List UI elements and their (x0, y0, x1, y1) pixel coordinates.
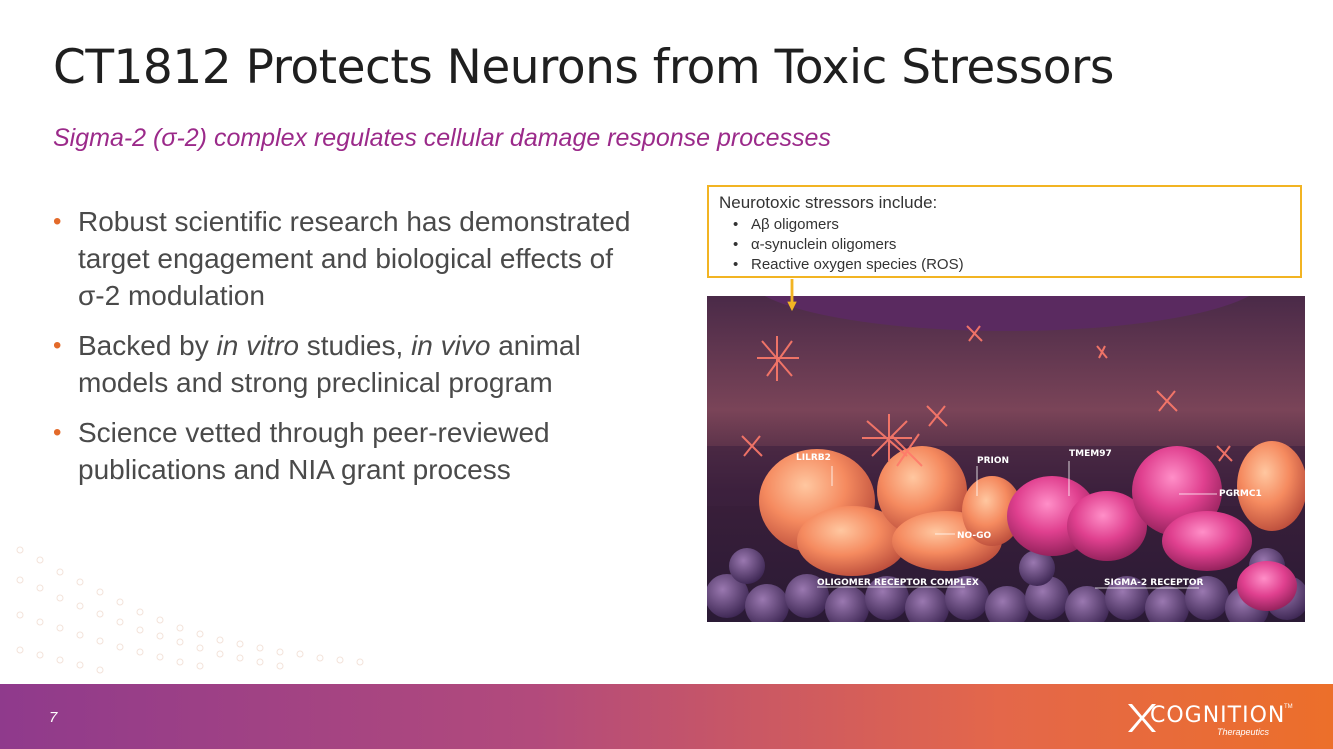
label-pgrmc1: PGRMC1 (1219, 489, 1262, 499)
callout-bullet: • (733, 216, 739, 233)
callout-item-text: Aβ oligomers (751, 216, 839, 233)
callout-item-text: α-synuclein oligomers (751, 236, 897, 253)
callout-list: • Aβ oligomers • α-synuclein oligomers • Re… (719, 215, 1290, 275)
callout-item: • Reactive oxygen species (ROS) (733, 255, 1290, 275)
bullet-text: Backed by in vitro studies, in vivo anim… (78, 330, 581, 398)
label-nogo: NO-GO (957, 531, 991, 541)
receptor-illustration-svg: LILRB2 PRION TMEM97 PGRMC1 NO-GO OLIGOME… (705, 221, 1309, 630)
bullet-text: Science vetted through peer-reviewed pub… (78, 417, 550, 485)
callout-bullet: • (733, 256, 739, 273)
bullet-item: • Robust scientific research has demonst… (53, 203, 653, 314)
bullet-text-part: Backed by (78, 330, 217, 361)
bullet-text-emphasis: in vivo (411, 330, 491, 361)
company-logo (1128, 704, 1156, 732)
page-subtitle: Sigma-2 (σ-2) complex regulates cellular… (53, 124, 831, 152)
bullet-text-part: studies, (299, 330, 412, 361)
bullet-marker: • (53, 208, 62, 235)
callout-bullet: • (733, 236, 739, 253)
label-oligomer-complex: OLIGOMER RECEPTOR COMPLEX (817, 578, 979, 588)
receptor-illustration: LILRB2 PRION TMEM97 PGRMC1 NO-GO OLIGOME… (705, 221, 1309, 630)
bullet-item: • Backed by in vitro studies, in vivo an… (53, 327, 653, 401)
background-dot-pattern (16, 546, 364, 674)
bullet-marker: • (53, 332, 62, 359)
bullet-marker: • (53, 419, 62, 446)
label-sigma2-receptor: SIGMA-2 RECEPTOR (1104, 578, 1203, 588)
callout-item-text: Reactive oxygen species (ROS) (751, 256, 964, 273)
bullet-text: Robust scientific research has demonstra… (78, 206, 631, 311)
down-arrow-icon (787, 279, 797, 312)
bullet-text-part: animal models and strong preclinical pro… (78, 330, 581, 398)
logo-subtitle: Therapeutics (1217, 727, 1270, 737)
bullet-list: • Robust scientific research has demonst… (53, 203, 653, 501)
logo-trademark: TM (1284, 704, 1293, 710)
callout-title: Neurotoxic stressors include: (719, 193, 938, 212)
footer-bar (0, 684, 1333, 749)
label-tmem97: TMEM97 (1069, 449, 1112, 459)
page-title: CT1812 Protects Neurons from Toxic Stres… (53, 40, 1114, 95)
label-lilrb2: LILRB2 (796, 453, 831, 463)
label-prion: PRION (977, 456, 1009, 466)
stressors-callout-box: Neurotoxic stressors include: • Aβ oligom… (707, 185, 1302, 278)
logo-wordmark: COGNITION (1150, 703, 1286, 728)
bullet-item: • Science vetted through peer-reviewed p… (53, 414, 653, 488)
bullet-text-emphasis: in vitro (216, 330, 299, 361)
page-number: 7 (49, 709, 58, 726)
callout-item: • α-synuclein oligomers (733, 235, 1290, 255)
callout-item: • Aβ oligomers (733, 215, 1290, 235)
